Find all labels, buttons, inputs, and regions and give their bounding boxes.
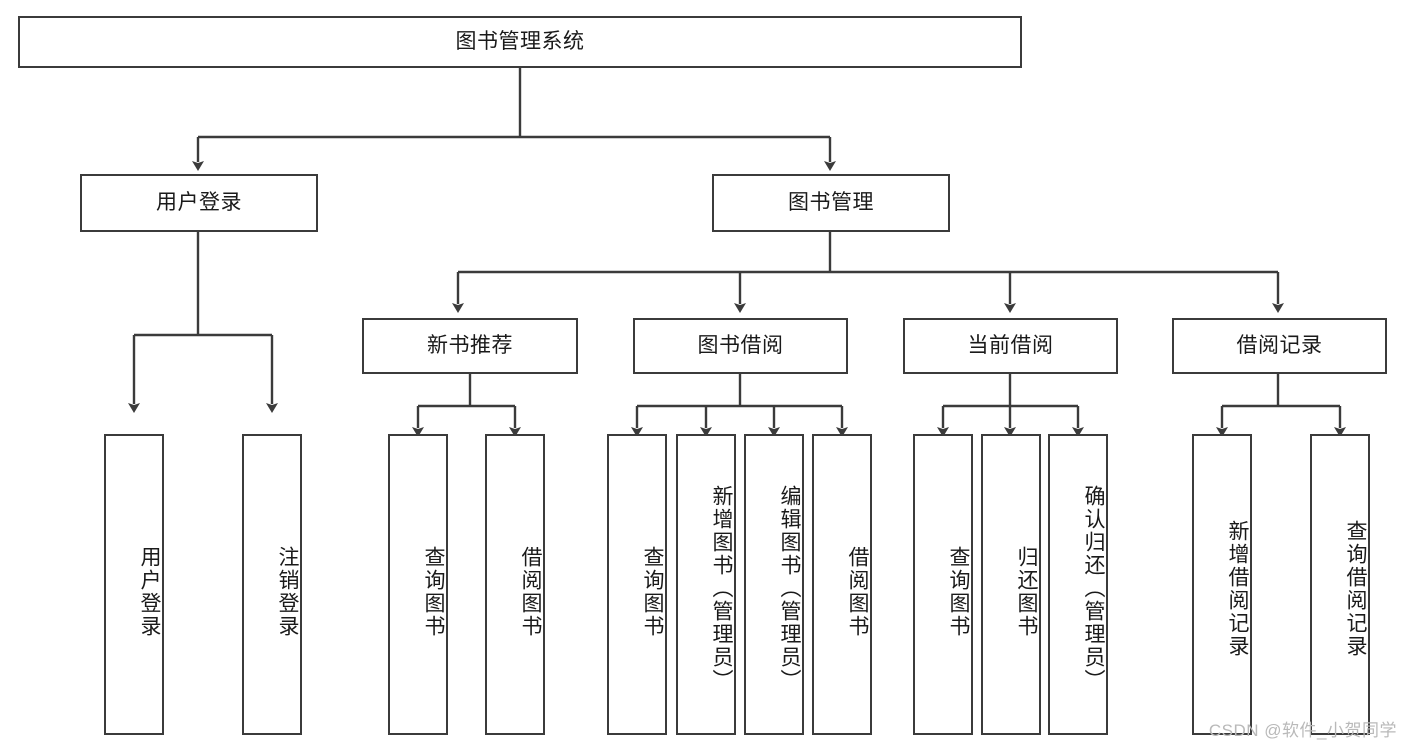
leaf-current-confirm-return-label: 确认归还（管理员） bbox=[1082, 485, 1105, 692]
leaf-current-return-book[interactable]: 归还图书 bbox=[981, 434, 1041, 735]
leaf-current-query-book[interactable]: 查询图书 bbox=[913, 434, 973, 735]
node-book-borrow-label: 图书借阅 bbox=[697, 334, 784, 358]
leaf-records-add-record[interactable]: 新增借阅记录 bbox=[1192, 434, 1252, 735]
leaf-borrow-borrow-book-label: 借阅图书 bbox=[846, 545, 869, 638]
node-user-login[interactable]: 用户登录 bbox=[80, 174, 318, 232]
leaf-borrow-add-book-label: 新增图书（管理员） bbox=[710, 485, 733, 692]
node-new-book-recommend[interactable]: 新书推荐 bbox=[362, 318, 578, 374]
leaf-recommend-query-book-label: 查询图书 bbox=[422, 545, 445, 638]
leaf-borrow-edit-book-label: 编辑图书（管理员） bbox=[778, 485, 801, 692]
leaf-current-query-book-label: 查询图书 bbox=[947, 545, 970, 638]
leaf-borrow-borrow-book[interactable]: 借阅图书 bbox=[812, 434, 872, 735]
leaf-user-login-logout[interactable]: 注销登录 bbox=[242, 434, 302, 735]
leaf-records-add-record-label: 新增借阅记录 bbox=[1226, 519, 1249, 658]
node-book-management[interactable]: 图书管理 bbox=[712, 174, 950, 232]
node-root-label: 图书管理系统 bbox=[455, 30, 585, 54]
leaf-borrow-query-book-label: 查询图书 bbox=[641, 545, 664, 638]
leaf-user-login-login-label: 用户登录 bbox=[138, 545, 161, 638]
leaf-user-login-logout-label: 注销登录 bbox=[276, 545, 299, 638]
leaf-current-return-book-label: 归还图书 bbox=[1015, 545, 1038, 638]
leaf-borrow-edit-book[interactable]: 编辑图书（管理员） bbox=[744, 434, 804, 735]
node-book-management-label: 图书管理 bbox=[788, 191, 874, 215]
leaf-records-query-record-label: 查询借阅记录 bbox=[1344, 519, 1367, 658]
leaf-borrow-query-book[interactable]: 查询图书 bbox=[607, 434, 667, 735]
node-borrow-records[interactable]: 借阅记录 bbox=[1172, 318, 1387, 374]
leaf-current-confirm-return[interactable]: 确认归还（管理员） bbox=[1048, 434, 1108, 735]
node-book-borrow[interactable]: 图书借阅 bbox=[633, 318, 848, 374]
csdn-watermark: CSDN @软件_小贺同学 bbox=[1208, 721, 1397, 740]
node-current-borrow-label: 当前借阅 bbox=[967, 334, 1054, 358]
node-current-borrow[interactable]: 当前借阅 bbox=[903, 318, 1118, 374]
leaf-user-login-login[interactable]: 用户登录 bbox=[104, 434, 164, 735]
node-user-login-label: 用户登录 bbox=[156, 191, 242, 215]
node-root[interactable]: 图书管理系统 bbox=[18, 16, 1022, 68]
leaf-recommend-query-book[interactable]: 查询图书 bbox=[388, 434, 448, 735]
node-new-book-recommend-label: 新书推荐 bbox=[427, 334, 513, 358]
leaf-recommend-borrow-book[interactable]: 借阅图书 bbox=[485, 434, 545, 735]
leaf-borrow-add-book[interactable]: 新增图书（管理员） bbox=[676, 434, 736, 735]
leaf-recommend-borrow-book-label: 借阅图书 bbox=[519, 545, 542, 638]
leaf-records-query-record[interactable]: 查询借阅记录 bbox=[1310, 434, 1370, 735]
node-borrow-records-label: 借阅记录 bbox=[1236, 334, 1323, 358]
